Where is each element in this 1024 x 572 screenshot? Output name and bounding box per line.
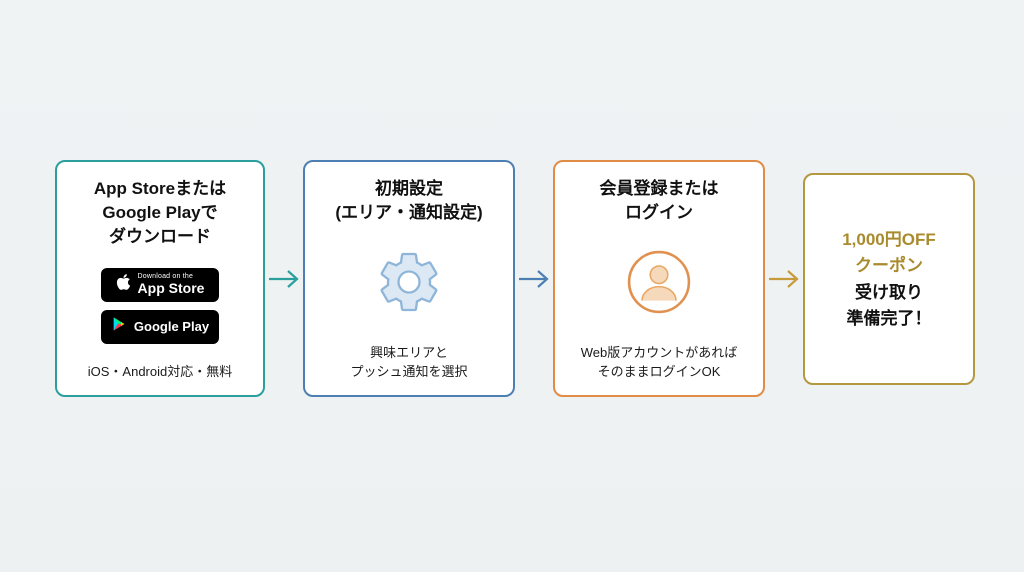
title-line: App Storeまたは [93,179,227,198]
arrow-right-icon [269,269,299,288]
google-play-badge[interactable]: Google Play [101,309,219,344]
badge-store-name: Google Play [133,319,210,335]
coupon-text-line: 準備完了！ [846,308,932,328]
app-store-badge[interactable]: Download on the App Store [101,267,219,302]
badge-store-name: App Store [137,279,205,296]
step-card-download: App Storeまたは Google Playで ダウンロード Downloa… [55,160,265,397]
step-note-download: iOS・Android対応・無料 [88,363,232,382]
step-card-setup: 初期設定 (エリア・通知設定) 興味エリアと プッシュ通知を選択 [303,160,515,397]
title-line: 会員登録または [599,179,719,198]
step-card-login: 会員登録または ログイン Web版アカウントがあれば そのままログインOK [553,160,765,397]
title-line: 初期設定 [374,179,443,198]
gear-icon [374,247,444,322]
step-title-download: App Storeまたは Google Playで ダウンロード [94,177,226,248]
store-badges: Download on the App Store Google Play [101,248,219,363]
steps-row: App Storeまたは Google Playで ダウンロード Downloa… [55,160,975,397]
note-line: Web版アカウントがあれば [580,345,738,361]
step-card-coupon: 1,000円OFF クーポン 受け取り 準備完了！ [803,172,975,385]
user-icon [626,249,692,320]
step-note-setup: 興味エリアと プッシュ通知を選択 [350,344,467,382]
coupon-highlight-line: クーポン [855,256,923,276]
note-line: 興味エリアと [370,345,448,361]
note-line: プッシュ通知を選択 [350,364,468,380]
title-line: (エリア・通知設定) [335,202,483,222]
step-title-login: 会員登録または ログイン [600,177,719,225]
google-play-logo-icon [111,315,127,338]
title-line: Google Playで [102,202,218,222]
coupon-text-line: 受け取り [855,282,923,302]
step-note-login: Web版アカウントがあれば そのままログインOK [581,344,738,382]
title-line: ダウンロード [108,226,211,246]
arrow-right-icon [519,269,549,288]
note-line: iOS・Android対応・無料 [87,364,233,380]
title-line: ログイン [625,202,693,222]
step-title-setup: 初期設定 (エリア・通知設定) [335,177,482,225]
badge-tagline: Download on the [137,273,194,281]
coupon-highlight-line: 1,000円OFF [842,229,936,249]
step-illustration [626,225,692,345]
apple-logo-icon [116,273,131,296]
arrow-right-icon [769,269,799,288]
step-illustration [374,225,444,345]
note-line: そのままログインOK [597,364,721,380]
app-store-badge-text: Download on the App Store [138,273,205,296]
